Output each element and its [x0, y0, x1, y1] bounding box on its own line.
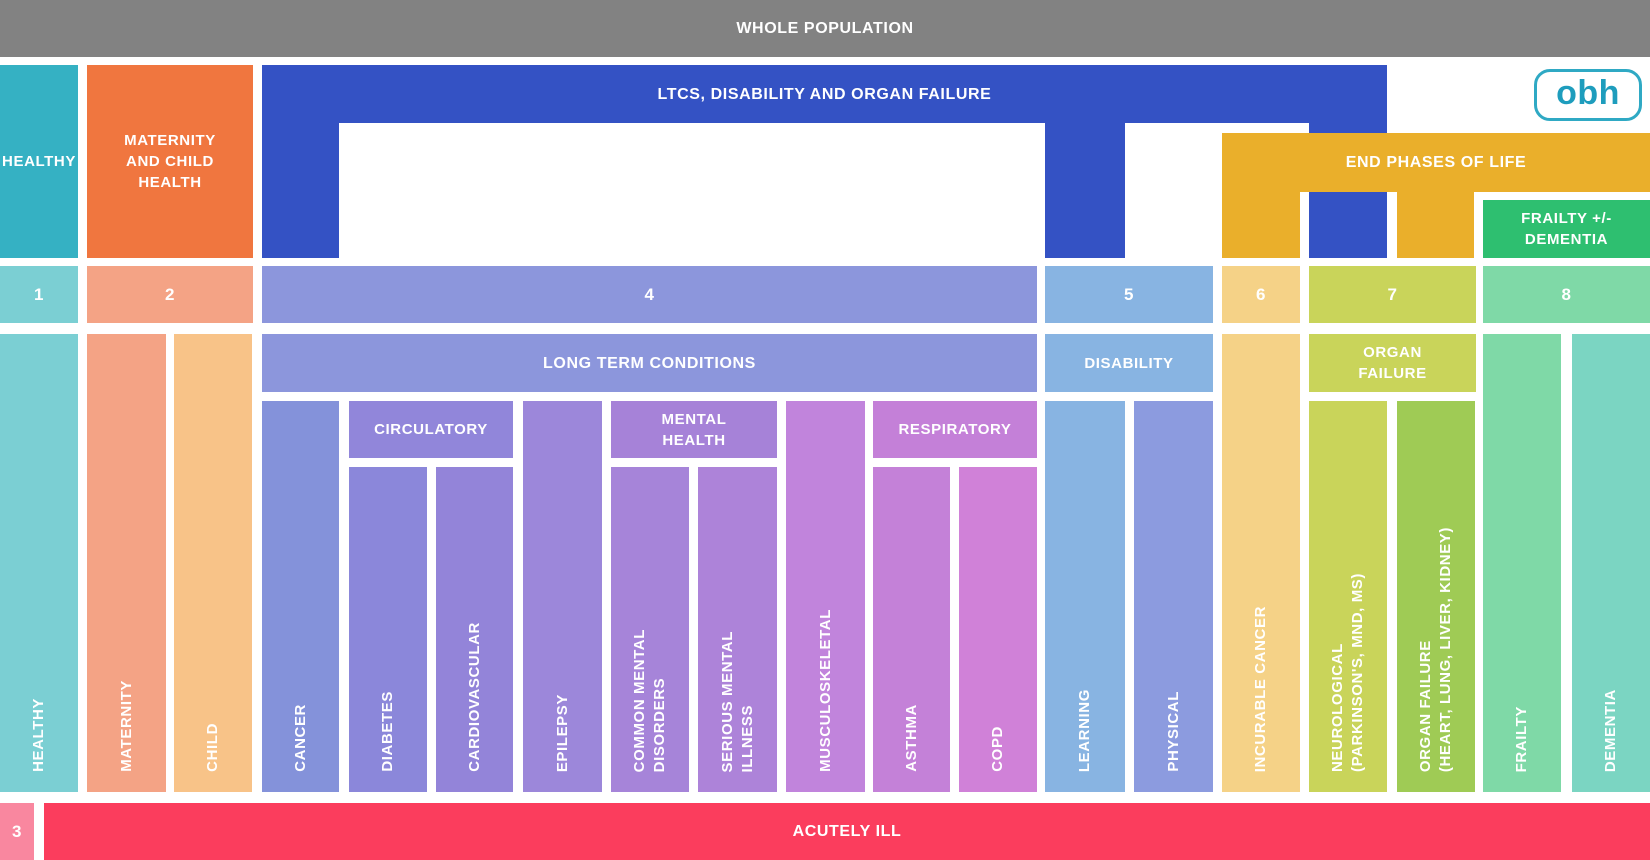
maternity-child-health-group-box: MATERNITY AND CHILD HEALTH	[87, 65, 253, 258]
ltc-bar-tooth-middle	[1045, 123, 1125, 258]
dementia-column-label: DEMENTIA	[1602, 688, 1619, 772]
serious-mental-illness-label: SERIOUS MENTAL ILLNESS	[718, 630, 756, 772]
segment-7-box: 7	[1309, 266, 1476, 323]
respiratory-label: RESPIRATORY	[898, 421, 1012, 438]
musculoskeletal-column-label: MUSCULOSKELETAL	[816, 609, 834, 772]
respiratory-header: RESPIRATORY	[873, 401, 1037, 458]
frailty-dementia-group-box: FRAILTY +/- DEMENTIA	[1483, 200, 1650, 258]
incurable-cancer-column: INCURABLE CANCER	[1222, 334, 1300, 792]
organ-failure-header: ORGAN FAILURE	[1309, 334, 1476, 392]
whole-population-label: WHOLE POPULATION	[736, 20, 914, 37]
frailty-column-label: FRAILTY	[1513, 705, 1530, 772]
incurable-cancer-column-label: INCURABLE CANCER	[1252, 605, 1269, 772]
ltc-disability-organ-failure-bar: LTCS, DISABILITY AND ORGAN FAILURE	[262, 65, 1387, 123]
cancer-column-label: CANCER	[291, 704, 309, 772]
healthy-group-label: HEALTHY	[2, 153, 76, 170]
cardiovascular-column: CARDIOVASCULAR	[436, 467, 513, 792]
frailty-column: FRAILTY	[1483, 334, 1561, 792]
healthy-group-box: HEALTHY	[0, 65, 78, 258]
segment-4-number: 4	[644, 285, 655, 304]
physical-column-label: PHYSICAL	[1164, 691, 1182, 772]
learning-column: LEARNING	[1045, 401, 1125, 792]
segment-3-box: 3	[0, 803, 34, 860]
diabetes-column: DIABETES	[349, 467, 427, 792]
musculoskeletal-column: MUSCULOSKELETAL	[786, 401, 865, 792]
long-term-conditions-label: LONG TERM CONDITIONS	[543, 354, 756, 372]
obh-logo-text: obh	[1556, 73, 1620, 112]
neurological-column: NEUROLOGICAL (PARKINSON'S, MND, MS)	[1309, 401, 1387, 792]
asthma-column-label: ASTHMA	[902, 704, 920, 772]
mental-health-label: MENTAL HEALTH	[661, 410, 727, 449]
frailty-dementia-group-label: FRAILTY +/- DEMENTIA	[1521, 210, 1612, 248]
copd-column-label: COPD	[989, 726, 1006, 772]
segment-1-box: 1	[0, 266, 78, 323]
circulatory-header: CIRCULATORY	[349, 401, 513, 458]
organ-failure-organs-column: ORGAN FAILURE (HEART, LUNG, LIVER, KIDNE…	[1397, 401, 1475, 792]
serious-mental-illness-column: SERIOUS MENTAL ILLNESS	[698, 467, 777, 792]
acutely-ill-label: ACUTELY ILL	[792, 823, 902, 840]
whole-population-bar: WHOLE POPULATION	[0, 0, 1650, 57]
acutely-ill-bar: ACUTELY ILL	[44, 803, 1650, 860]
segment-4-box: 4	[262, 266, 1037, 323]
obh-logo: obh	[1534, 69, 1642, 121]
child-column-label: CHILD	[204, 723, 221, 772]
epilepsy-column: EPILEPSY	[523, 401, 602, 792]
healthy-column-label: HEALTHY	[30, 698, 47, 772]
disability-label: DISABILITY	[1084, 354, 1174, 372]
epilepsy-column-label: EPILEPSY	[553, 693, 571, 772]
neurological-column-label: NEUROLOGICAL (PARKINSON'S, MND, MS)	[1329, 573, 1366, 772]
segment-1-number: 1	[33, 285, 45, 304]
common-mental-disorders-column: COMMON MENTAL DISORDERS	[611, 467, 689, 792]
common-mental-disorders-label: COMMON MENTAL DISORDERS	[631, 628, 668, 772]
ltc-disability-organ-failure-label: LTCS, DISABILITY AND ORGAN FAILURE	[657, 85, 992, 103]
long-term-conditions-header: LONG TERM CONDITIONS	[262, 334, 1037, 392]
maternity-child-health-label: MATERNITY AND CHILD HEALTH	[124, 132, 216, 191]
diabetes-column-label: DIABETES	[379, 691, 396, 772]
ltc-bar-tooth-left	[262, 123, 339, 258]
circulatory-label: CIRCULATORY	[374, 421, 488, 438]
segment-8-box: 8	[1483, 266, 1650, 323]
asthma-column: ASTHMA	[873, 467, 950, 792]
maternity-column-label: MATERNITY	[117, 680, 135, 772]
segment-3-number: 3	[11, 822, 23, 841]
segment-2-box: 2	[87, 266, 253, 323]
dementia-column: DEMENTIA	[1572, 334, 1650, 792]
cardiovascular-column-label: CARDIOVASCULAR	[465, 622, 483, 772]
segment-8-number: 8	[1561, 285, 1572, 304]
healthy-column: HEALTHY	[0, 334, 78, 792]
cancer-column: CANCER	[262, 401, 339, 792]
segment-5-box: 5	[1045, 266, 1213, 323]
segment-2-number: 2	[164, 285, 176, 304]
physical-column: PHYSICAL	[1134, 401, 1213, 792]
child-column: CHILD	[174, 334, 252, 792]
learning-column-label: LEARNING	[1076, 688, 1093, 772]
end-phases-of-life-label: END PHASES OF LIFE	[1345, 154, 1527, 171]
segment-6-number: 6	[1255, 285, 1267, 304]
organ-failure-label: ORGAN FAILURE	[1358, 344, 1427, 382]
end-phases-of-life-bar: END PHASES OF LIFE	[1222, 133, 1650, 192]
disability-header: DISABILITY	[1045, 334, 1213, 392]
segment-7-number: 7	[1387, 285, 1398, 304]
organ-failure-organs-column-label: ORGAN FAILURE (HEART, LUNG, LIVER, KIDNE…	[1417, 526, 1454, 772]
end-phases-tooth-left	[1222, 192, 1300, 258]
maternity-column: MATERNITY	[87, 334, 166, 792]
copd-column: COPD	[959, 467, 1037, 792]
mental-health-header: MENTAL HEALTH	[611, 401, 777, 458]
end-phases-tooth-right	[1397, 192, 1474, 258]
segment-6-box: 6	[1222, 266, 1300, 323]
segment-5-number: 5	[1123, 285, 1135, 304]
